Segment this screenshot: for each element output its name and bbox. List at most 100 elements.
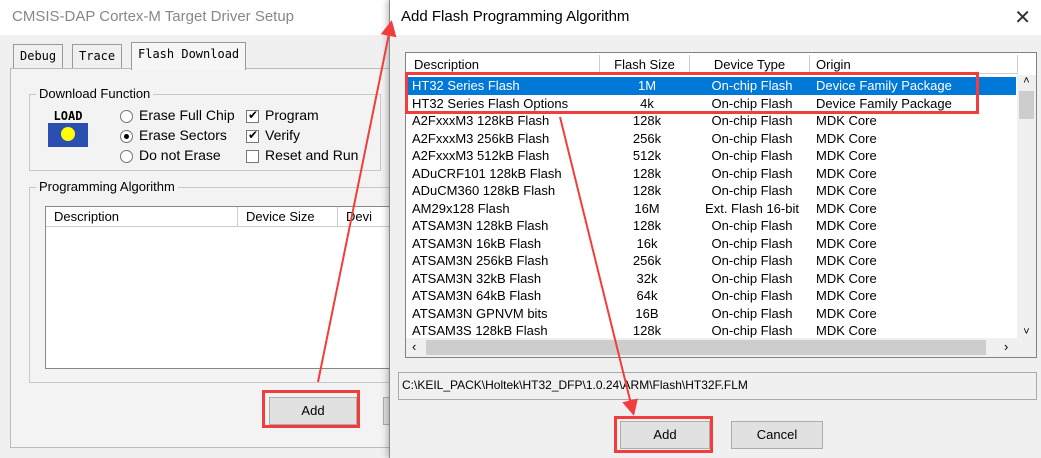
list-item[interactable]: A2FxxxM3 256kB Flash 256k On-chip Flash MDK… xyxy=(408,130,1016,148)
cell-origin: MDK Core xyxy=(816,148,877,163)
close-icon[interactable]: ✕ xyxy=(1014,7,1031,29)
cell-origin: MDK Core xyxy=(816,323,877,338)
cell-flash-size: 64k xyxy=(636,288,658,303)
cell-device-type: On-chip Flash xyxy=(711,218,793,233)
cell-origin: MDK Core xyxy=(816,200,877,216)
list-item[interactable]: A2FxxxM3 512kB Flash 512k On-chip Flash MDK… xyxy=(408,147,1016,165)
group-label: Programming Algorithm xyxy=(36,179,178,194)
column-device-size[interactable]: Device Size xyxy=(238,207,338,227)
cancel-button[interactable]: Cancel xyxy=(731,421,823,449)
cell-flash-size: 512k xyxy=(632,148,662,163)
cell-origin: MDK Core xyxy=(816,218,877,233)
cell-origin: MDK Core xyxy=(816,235,877,251)
cell-device-type: On-chip Flash xyxy=(711,95,793,111)
tab-flash-download[interactable]: Flash Download xyxy=(131,42,247,70)
cell-origin: MDK Core xyxy=(816,165,877,181)
annotation-highlight xyxy=(614,416,713,453)
scroll-thumb[interactable] xyxy=(1019,91,1034,119)
cell-origin: MDK Core xyxy=(816,113,877,128)
programming-algorithm-group: Programming Algorithm Description Device… xyxy=(29,179,408,383)
cell-flash-size: 16B xyxy=(635,305,659,321)
cell-origin: Device Family Package xyxy=(816,95,952,111)
cell-description: A2FxxxM3 256kB Flash xyxy=(412,130,550,146)
cell-origin: MDK Core xyxy=(816,183,877,198)
tab-trace[interactable]: Trace xyxy=(72,44,123,68)
radio-erase-full-chip[interactable]: Erase Full Chip xyxy=(120,107,235,123)
cell-flash-size: 256k xyxy=(632,130,662,146)
column-device-type[interactable]: Device Type xyxy=(690,55,810,74)
cell-flash-size: 128k xyxy=(632,113,662,128)
annotation-highlight xyxy=(405,72,979,114)
annotation-highlight xyxy=(262,390,360,428)
add-button[interactable]: Add xyxy=(269,397,357,425)
window-title: CMSIS-DAP Cortex-M Target Driver Setup xyxy=(0,0,392,35)
cell-description: ATSAM3N 128kB Flash xyxy=(412,218,549,233)
cell-device-type: On-chip Flash xyxy=(711,305,793,321)
cell-description: ATSAM3S 128kB Flash xyxy=(412,323,548,338)
add-button[interactable]: Add xyxy=(620,421,710,449)
list-item[interactable]: A2FxxxM3 128kB Flash 128k On-chip Flash MDK… xyxy=(408,112,1016,130)
scroll-thumb[interactable] xyxy=(426,340,986,355)
column-description[interactable]: Description xyxy=(408,55,600,74)
list-item[interactable]: ADuCM360 128kB Flash 128k On-chip Flash MDK… xyxy=(408,182,1016,200)
scroll-right-icon[interactable]: › xyxy=(1004,339,1009,354)
cell-origin: MDK Core xyxy=(816,253,877,268)
target-driver-setup-window: CMSIS-DAP Cortex-M Target Driver Setup D… xyxy=(0,0,423,458)
cell-device-type: On-chip Flash xyxy=(711,183,793,198)
cell-device-type: On-chip Flash xyxy=(711,165,793,181)
cell-device-type: On-chip Flash xyxy=(711,148,793,163)
scroll-up-icon[interactable]: ˄ xyxy=(1023,75,1030,87)
cell-device-type: On-chip Flash xyxy=(711,288,793,303)
cell-device-type: On-chip Flash xyxy=(711,323,793,338)
radio-erase-sectors[interactable]: Erase Sectors xyxy=(120,127,227,143)
cell-flash-size: 128k xyxy=(632,323,662,338)
radio-do-not-erase[interactable]: Do not Erase xyxy=(120,147,221,163)
checkbox-program[interactable]: Program xyxy=(246,107,319,123)
cell-flash-size: 16M xyxy=(634,200,660,216)
cell-flash-size: 128k xyxy=(632,183,662,198)
cell-device-type: On-chip Flash xyxy=(711,130,793,146)
cell-device-type: On-chip Flash xyxy=(711,235,793,251)
algorithm-table[interactable]: Description Device Size Devi xyxy=(45,206,408,369)
add-flash-algorithm-dialog: Add Flash Programming Algorithm ✕ Descri… xyxy=(389,0,1041,458)
horizontal-scrollbar[interactable]: ‹ › xyxy=(406,338,1036,357)
checkbox-reset-and-run[interactable]: Reset and Run xyxy=(246,147,358,163)
cell-flash-size: 32k xyxy=(636,270,658,286)
group-label: Download Function xyxy=(36,86,154,101)
cell-origin: MDK Core xyxy=(816,130,877,146)
cell-description: ATSAM3N 32kB Flash xyxy=(412,270,542,286)
cell-description: HT32 Series Flash Options xyxy=(412,95,569,111)
cell-description: ATSAM3N 256kB Flash xyxy=(412,253,549,268)
checkbox-verify[interactable]: Verify xyxy=(246,127,300,143)
cell-description: ADuCM360 128kB Flash xyxy=(412,183,556,198)
column-flash-size[interactable]: Flash Size xyxy=(600,55,690,74)
tab-debug[interactable]: Debug xyxy=(13,44,64,68)
scroll-left-icon[interactable]: ‹ xyxy=(412,339,417,354)
cell-flash-size: 128k xyxy=(632,165,662,181)
scroll-down-icon[interactable]: ˅ xyxy=(1023,326,1030,338)
cell-origin: MDK Core xyxy=(816,288,877,303)
column-origin[interactable]: Origin xyxy=(810,55,1018,74)
column-description[interactable]: Description xyxy=(46,207,238,227)
cell-description: A2FxxxM3 128kB Flash xyxy=(412,113,550,128)
cell-description: A2FxxxM3 512kB Flash xyxy=(412,148,550,163)
cell-device-type: On-chip Flash xyxy=(711,253,793,268)
cell-device-type: Ext. Flash 16-bit xyxy=(705,200,799,216)
cell-description: ATSAM3N 16kB Flash xyxy=(412,235,542,251)
cell-device-type: On-chip Flash xyxy=(711,270,793,286)
cell-device-type: On-chip Flash xyxy=(711,113,793,128)
vertical-scrollbar[interactable]: ˄ ˅ xyxy=(1017,75,1036,338)
algorithm-path-field[interactable]: C:\KEIL_PACK\Holtek\HT32_DFP\1.0.24\ARM\… xyxy=(398,372,1037,400)
list-item[interactable]: ATSAM3S 128kB Flash 128k On-chip Flash MDK … xyxy=(408,322,1016,340)
cell-description: HT32 Series Flash xyxy=(412,78,520,93)
